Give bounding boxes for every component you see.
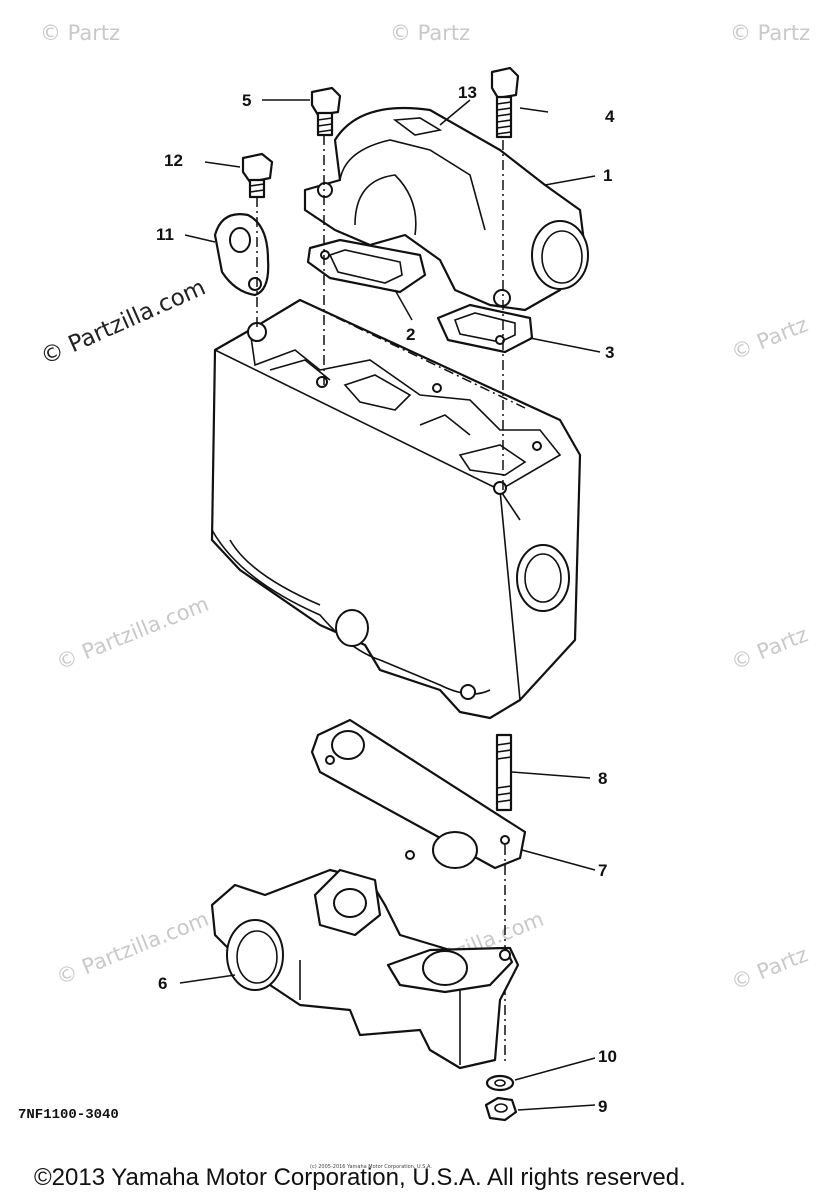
- callout-4: 4: [605, 107, 615, 126]
- small-notice: (c) 2005-2016 Yamaha Motor Corporation, …: [310, 1164, 432, 1170]
- callout-12: 12: [164, 151, 183, 170]
- callout-3: 3: [605, 343, 614, 362]
- watermark-lower-right: © Partz: [728, 942, 811, 994]
- part-2-gasket: [306, 238, 427, 294]
- part-1-elbow: [303, 106, 589, 312]
- watermark-right-upper: © Partz: [728, 312, 811, 364]
- watermark-top-center: © Partz: [390, 21, 470, 45]
- part-10-washer: [485, 1074, 515, 1092]
- diagram-code: 7NF1100-3040: [18, 1107, 119, 1123]
- part-7-gasket: [310, 718, 527, 870]
- callout-7: 7: [598, 861, 607, 880]
- part-6-manifold: [210, 868, 520, 1070]
- callout-5: 5: [242, 91, 251, 110]
- part-12-bolt: [241, 152, 274, 199]
- callout-13: 13: [458, 83, 477, 102]
- callout-10: 10: [598, 1047, 617, 1066]
- callout-1: 1: [603, 166, 612, 185]
- watermark-top-right: © Partz: [730, 21, 810, 45]
- part-11-plate: [213, 213, 270, 297]
- part-5-bolt: [310, 86, 342, 137]
- leader-lines: [179, 99, 601, 1111]
- watermark-top-left: © Partz: [40, 21, 120, 45]
- callout-labels: 5 13 4 12 1 11 2 3 8 7 6 10 9: [156, 83, 617, 1116]
- part-9-nut: [484, 1096, 518, 1122]
- watermark-right-middle: © Partz: [728, 622, 811, 674]
- callout-11: 11: [156, 225, 174, 244]
- part-4-bolt: [490, 66, 520, 139]
- watermark-lower-left: © Partzilla.com: [53, 907, 212, 990]
- callout-8: 8: [598, 769, 607, 788]
- callout-6: 6: [158, 974, 167, 993]
- watermark-mid-left: © Partzilla.com: [53, 592, 212, 675]
- callout-9: 9: [598, 1097, 607, 1116]
- part-8-stud: [495, 733, 513, 812]
- copyright-footer: ©2013 Yamaha Motor Corporation, U.S.A. A…: [34, 1164, 686, 1191]
- part-3-gasket: [436, 303, 534, 354]
- main-block: [210, 298, 582, 720]
- callout-2: 2: [406, 325, 415, 344]
- watermark-left-dark: © Partzilla.com: [37, 275, 210, 371]
